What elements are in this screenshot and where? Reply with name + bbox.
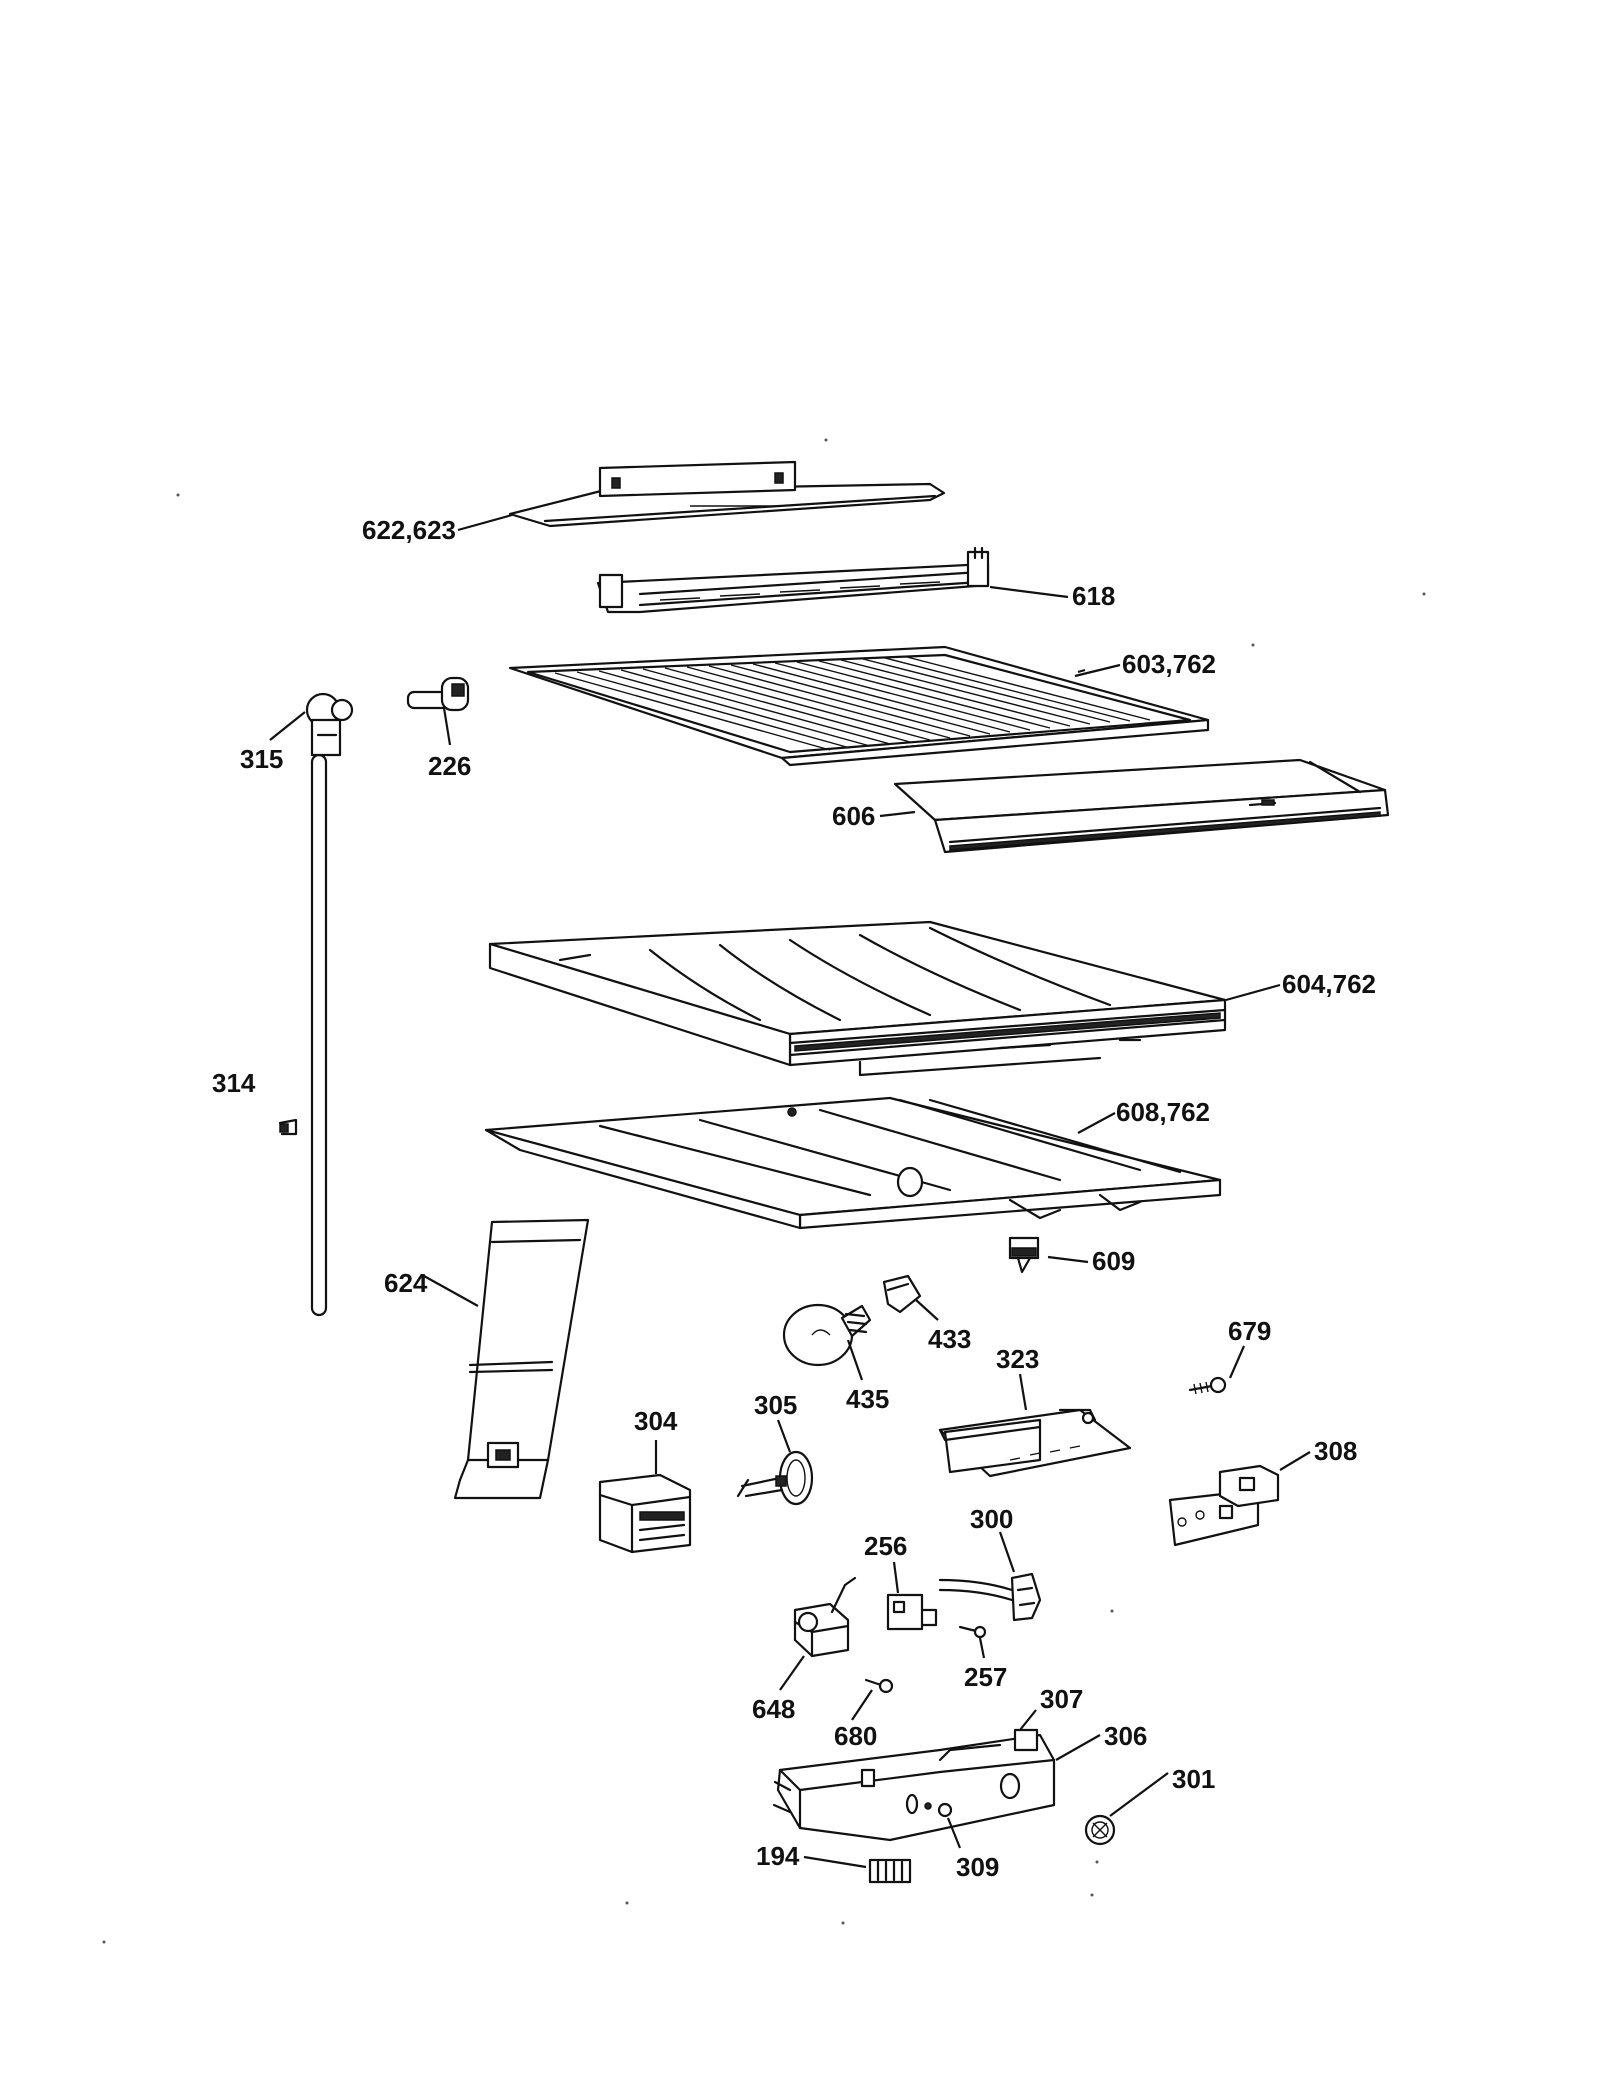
part-shelf-603 — [508, 645, 1210, 767]
part-housing-306 — [772, 1728, 1056, 1842]
callout-648: 648 — [752, 1694, 795, 1724]
part-housing-304 — [598, 1473, 692, 1554]
part-motor-648 — [793, 1576, 857, 1658]
callout-306: 306 — [1104, 1721, 1147, 1751]
part-duct-624 — [453, 1218, 590, 1500]
callout-309: 309 — [956, 1852, 999, 1882]
part-shelf-604 — [488, 920, 1227, 1077]
part-knob-226 — [406, 676, 470, 712]
callout-194: 194 — [756, 1841, 800, 1871]
callout-622-623: 622,623 — [362, 515, 456, 545]
callout-226: 226 — [428, 751, 471, 781]
part-cover-606 — [893, 758, 1390, 854]
part-clip-314 — [278, 1118, 298, 1136]
callout-257: 257 — [964, 1662, 1007, 1692]
part-rod-315 — [305, 692, 354, 1317]
callout-435: 435 — [846, 1384, 889, 1414]
part-switch-256 — [886, 1593, 938, 1631]
callout-301: 301 — [1172, 1764, 1215, 1794]
callout-labels: 622,623 618 603,762 315 226 606 604,762 … — [212, 515, 1376, 1882]
callout-308: 308 — [1314, 1436, 1357, 1466]
callout-315: 315 — [240, 744, 283, 774]
callout-304: 304 — [634, 1406, 678, 1436]
callout-679: 679 — [1228, 1316, 1271, 1346]
callout-307: 307 — [1040, 1684, 1083, 1714]
callout-256: 256 — [864, 1531, 907, 1561]
callout-604-762: 604,762 — [1282, 969, 1376, 999]
part-shelf-608 — [484, 1096, 1222, 1230]
part-bracket-618 — [596, 546, 990, 614]
part-grille-194 — [868, 1858, 912, 1884]
callout-323: 323 — [996, 1344, 1039, 1374]
callout-603-762: 603,762 — [1122, 649, 1216, 679]
callout-300: 300 — [970, 1504, 1013, 1534]
callout-305: 305 — [754, 1390, 797, 1420]
part-dial-305 — [736, 1450, 814, 1506]
callout-609: 609 — [1092, 1246, 1135, 1276]
callout-433: 433 — [928, 1324, 971, 1354]
part-clip-609 — [1008, 1236, 1040, 1274]
scan-specks — [102, 438, 1426, 1944]
part-screw-680 — [864, 1678, 894, 1694]
part-bulb-435 — [782, 1303, 872, 1367]
callout-680: 680 — [834, 1721, 877, 1751]
callout-624: 624 — [384, 1268, 428, 1298]
part-bracket-308 — [1168, 1464, 1280, 1547]
part-thermostat-300 — [938, 1572, 1042, 1622]
callout-608-762: 608,762 — [1116, 1097, 1210, 1127]
leader-lines — [269, 513, 1311, 1869]
part-bracket-323 — [938, 1408, 1132, 1478]
part-screw-257 — [958, 1625, 987, 1639]
callout-618: 618 — [1072, 581, 1115, 611]
callout-606: 606 — [832, 801, 875, 831]
part-knob-301 — [1084, 1814, 1116, 1846]
part-socket-433 — [882, 1274, 922, 1314]
callout-314: 314 — [212, 1068, 256, 1098]
part-cover-622 — [508, 460, 946, 528]
part-screw-679 — [1188, 1376, 1227, 1395]
